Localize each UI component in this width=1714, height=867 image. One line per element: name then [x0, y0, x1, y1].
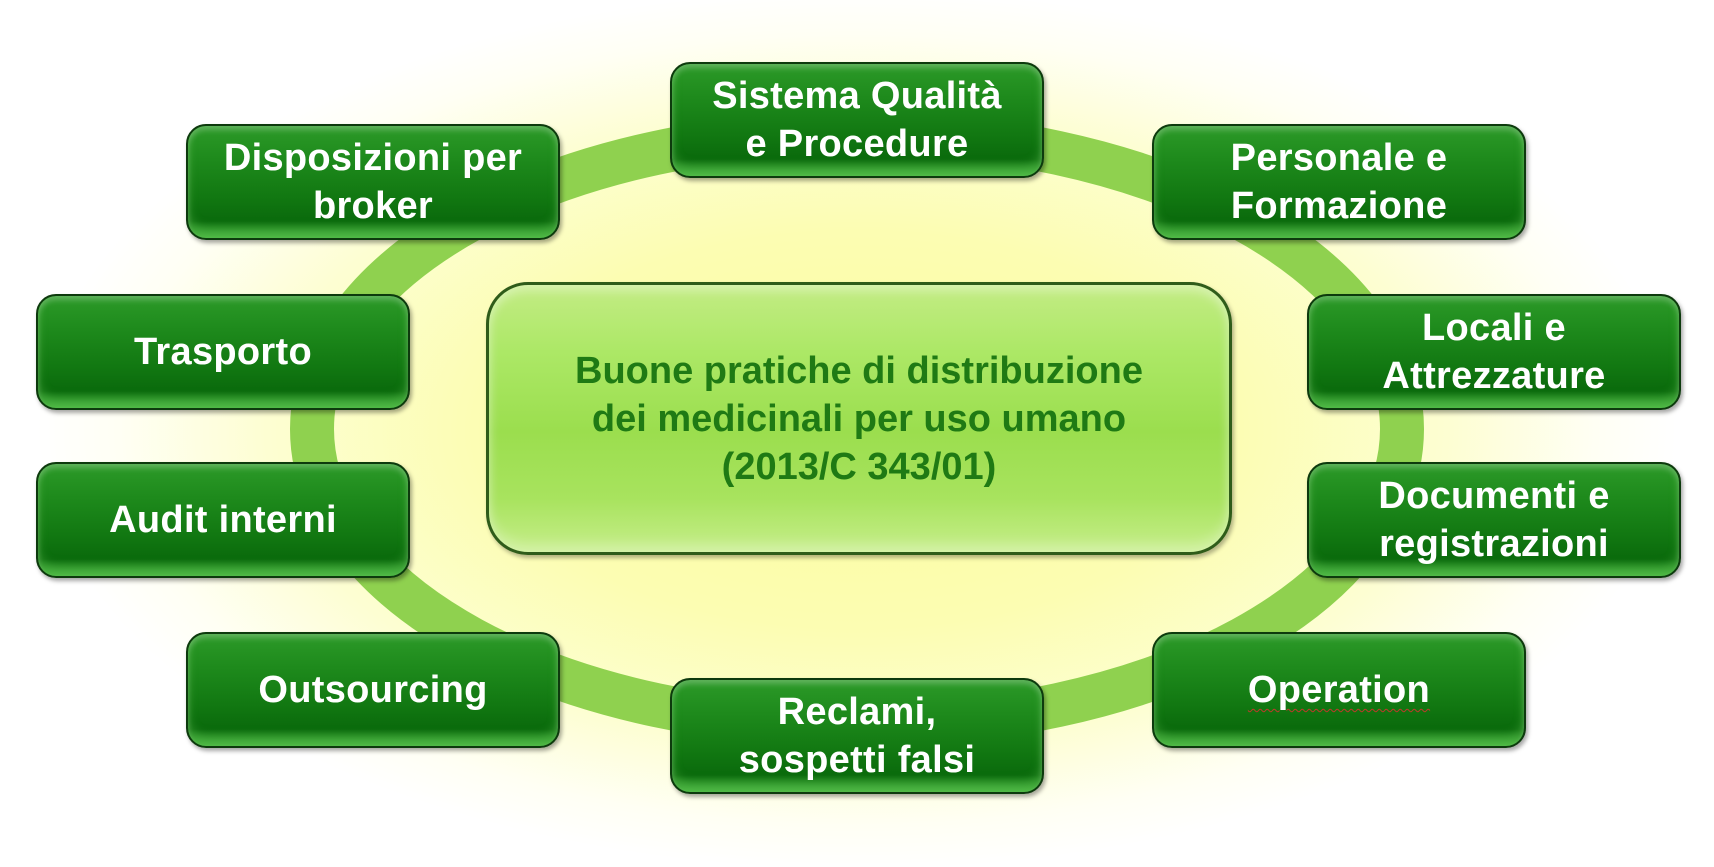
- node-locali: Locali e Attrezzature: [1307, 294, 1681, 410]
- node-outsourcing: Outsourcing: [186, 632, 560, 748]
- node-trasporto: Trasporto: [36, 294, 410, 410]
- center-topic-label: Buone pratiche di distribuzione dei medi…: [575, 349, 1143, 488]
- node-label: Sistema Qualità e Procedure: [712, 75, 1002, 165]
- node-label: Documenti e registrazioni: [1378, 475, 1610, 565]
- node-label: Audit interni: [109, 499, 337, 541]
- node-audit: Audit interni: [36, 462, 410, 578]
- node-label: Reclami, sospetti falsi: [738, 691, 976, 781]
- node-label: Locali e Attrezzature: [1382, 307, 1606, 397]
- node-label: Outsourcing: [258, 669, 488, 711]
- center-topic: Buone pratiche di distribuzione dei medi…: [486, 282, 1232, 555]
- node-reclami: Reclami, sospetti falsi: [670, 678, 1044, 794]
- node-label: Operation: [1247, 669, 1431, 711]
- node-personale: Personale e Formazione: [1152, 124, 1526, 240]
- node-sistema-qualita: Sistema Qualità e Procedure: [670, 62, 1044, 178]
- node-label: Disposizioni per broker: [223, 137, 523, 227]
- node-operation: Operation: [1152, 632, 1526, 748]
- node-label: Personale e Formazione: [1230, 137, 1448, 227]
- node-label: Trasporto: [134, 331, 312, 373]
- node-disposizioni: Disposizioni per broker: [186, 124, 560, 240]
- node-documenti: Documenti e registrazioni: [1307, 462, 1681, 578]
